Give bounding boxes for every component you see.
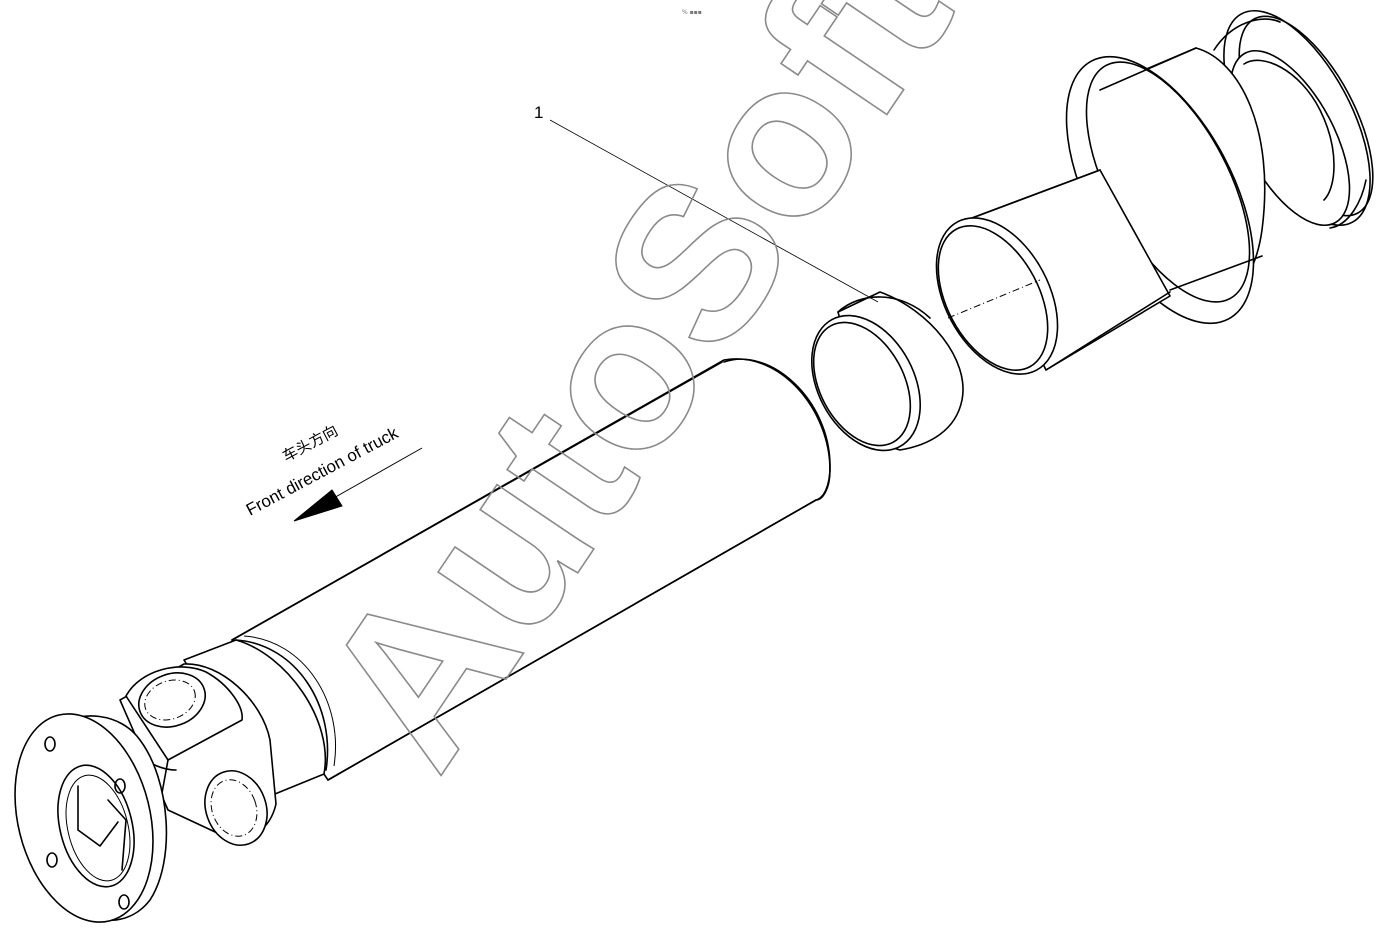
main-tube <box>231 358 831 781</box>
corner-mark: % ▪▪▪ <box>682 9 702 16</box>
sleeve-part-1 <box>810 291 964 452</box>
right-shaft-end <box>935 9 1374 375</box>
callout-number: 1 <box>534 103 543 122</box>
arrow-left-icon <box>293 489 343 522</box>
callout-1: 1 <box>534 103 879 303</box>
left-yoke-assembly <box>14 639 327 923</box>
